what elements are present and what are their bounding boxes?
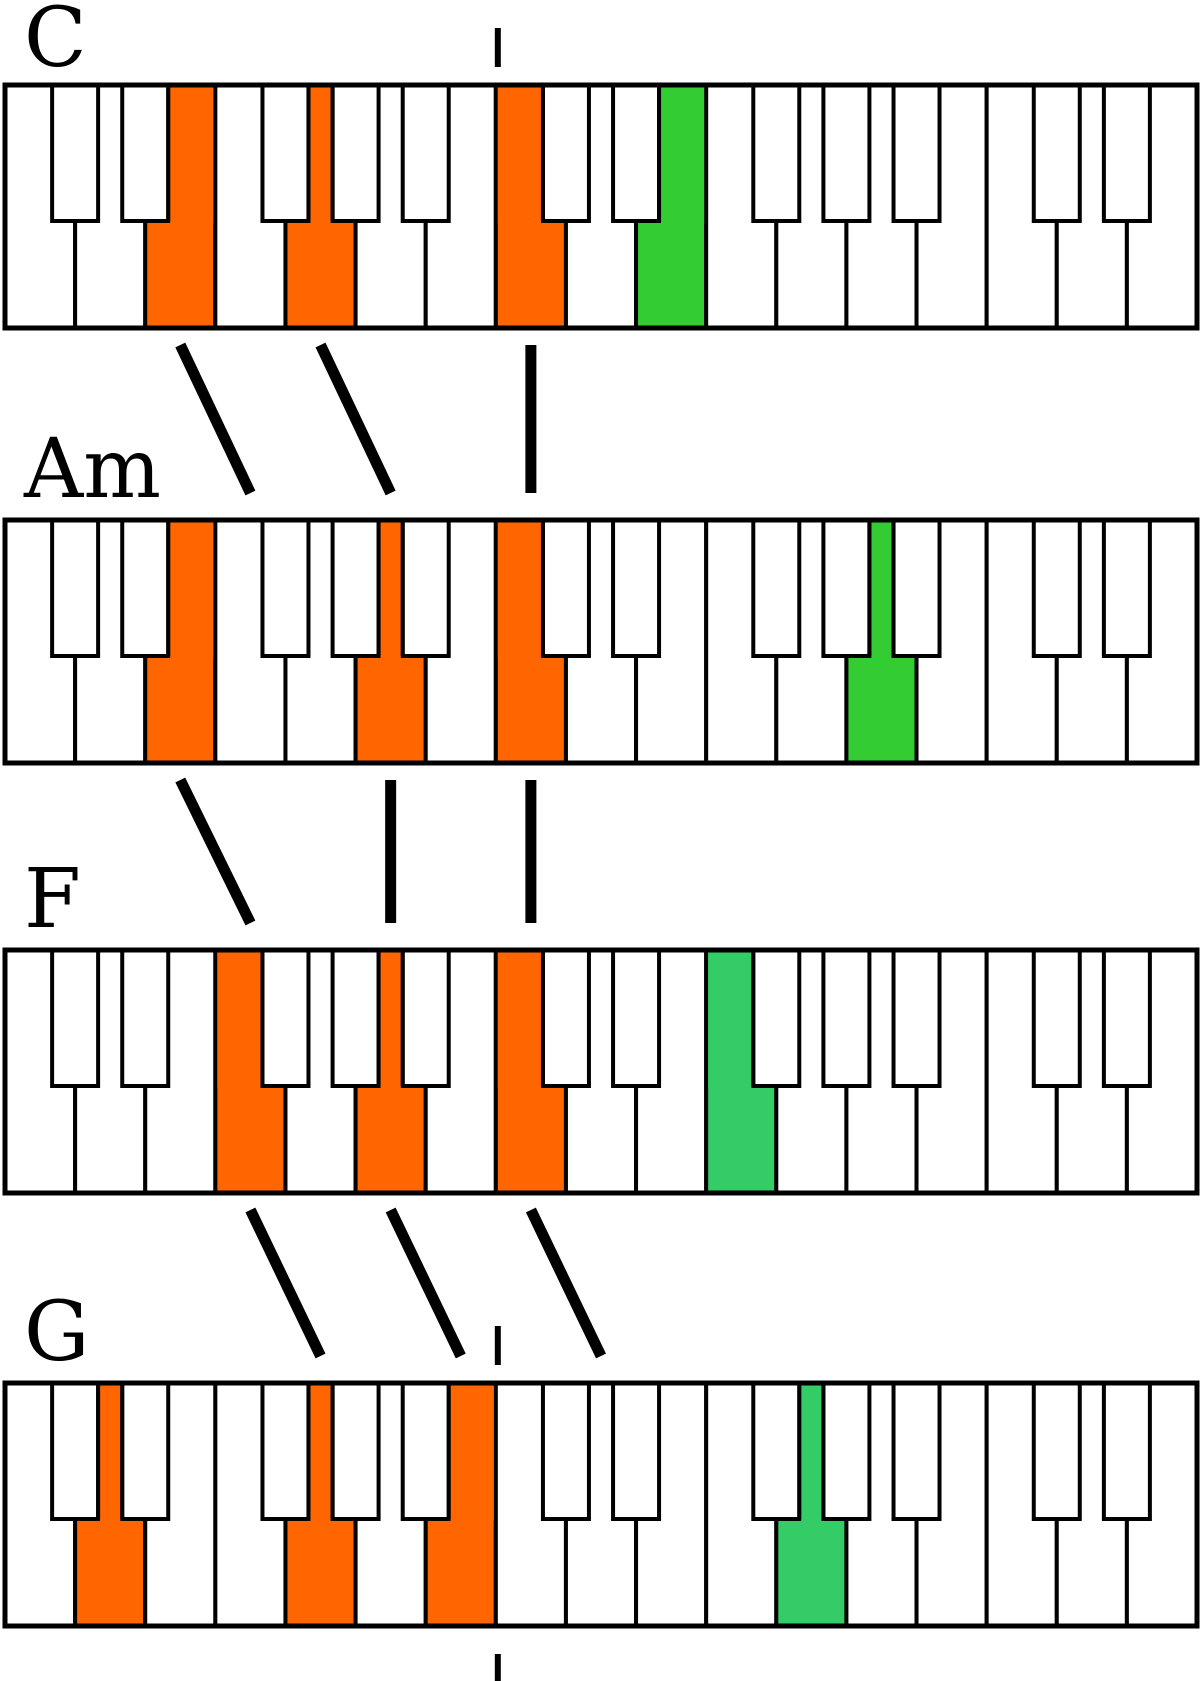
black-key-dsharp5[interactable]: [611, 518, 662, 658]
black-key-asharp5[interactable]: [891, 83, 942, 223]
black-key-dsharp4[interactable]: [120, 518, 171, 658]
black-key-gsharp5[interactable]: [821, 948, 872, 1088]
highlight-strip: [170, 522, 214, 658]
highlight-strip: [497, 87, 541, 223]
highlight-strip: [497, 952, 541, 1088]
highlight-strip: [100, 1385, 121, 1521]
chord-label: G: [24, 1285, 90, 1380]
black-key-csharp4[interactable]: [50, 83, 101, 223]
highlight-strip: [801, 1385, 822, 1521]
black-key-csharp5[interactable]: [540, 948, 591, 1088]
highlight-strip: [661, 87, 705, 223]
highlight-strip: [310, 87, 331, 223]
black-key-gsharp5[interactable]: [821, 1381, 872, 1521]
black-key-dsharp5[interactable]: [611, 1381, 662, 1521]
highlight-strip: [380, 952, 401, 1088]
chord-label: F: [24, 852, 81, 947]
black-key-dsharp4[interactable]: [120, 1381, 171, 1521]
black-key-dsharp4[interactable]: [120, 83, 171, 223]
highlight-strip: [497, 522, 541, 658]
black-key-dsharp5[interactable]: [611, 948, 662, 1088]
black-key-fsharp4[interactable]: [260, 948, 311, 1088]
black-key-fsharp4[interactable]: [260, 83, 311, 223]
black-key-asharp4[interactable]: [400, 1381, 451, 1521]
keyboard-frame: [2, 1380, 1200, 1629]
black-key-csharp5[interactable]: [540, 1381, 591, 1521]
black-key-csharp4[interactable]: [50, 1381, 101, 1521]
black-key-dsharp5[interactable]: [611, 83, 662, 223]
black-key-fsharp5[interactable]: [751, 83, 802, 223]
black-key-csharp5[interactable]: [540, 83, 591, 223]
black-key-fsharp5[interactable]: [751, 948, 802, 1088]
highlight-strip: [708, 952, 752, 1088]
black-key-csharp6[interactable]: [1031, 83, 1082, 223]
black-key-gsharp5[interactable]: [821, 518, 872, 658]
voice-leading-line: [525, 1207, 606, 1359]
black-key-csharp6[interactable]: [1031, 948, 1082, 1088]
voice-leading-line: [175, 777, 256, 926]
black-key-csharp5[interactable]: [540, 518, 591, 658]
highlight-strip: [217, 952, 261, 1088]
highlight-strip: [170, 87, 214, 223]
black-key-asharp4[interactable]: [400, 83, 451, 223]
highlight-strip: [450, 1385, 494, 1521]
black-key-dsharp6[interactable]: [1101, 1381, 1152, 1521]
voice-leading-line: [175, 342, 256, 496]
black-key-gsharp4[interactable]: [330, 948, 381, 1088]
keyboard-g: [2, 1326, 1200, 1681]
keyboard-f: [2, 947, 1200, 1196]
highlight-strip: [380, 522, 401, 658]
highlight-strip: [871, 522, 892, 658]
keyboard-frame: [2, 947, 1200, 1196]
black-key-csharp6[interactable]: [1031, 1381, 1082, 1521]
black-key-csharp6[interactable]: [1031, 518, 1082, 658]
keyboard-am: [2, 517, 1200, 766]
voice-leading-line: [385, 1207, 466, 1359]
black-key-fsharp5[interactable]: [751, 518, 802, 658]
black-key-asharp4[interactable]: [400, 948, 451, 1088]
black-key-dsharp4[interactable]: [120, 948, 171, 1088]
black-key-gsharp4[interactable]: [330, 83, 381, 223]
black-key-fsharp4[interactable]: [260, 1381, 311, 1521]
black-key-csharp4[interactable]: [50, 948, 101, 1088]
black-key-gsharp5[interactable]: [821, 83, 872, 223]
black-key-asharp5[interactable]: [891, 948, 942, 1088]
black-key-dsharp6[interactable]: [1101, 518, 1152, 658]
black-key-gsharp4[interactable]: [330, 518, 381, 658]
black-key-gsharp4[interactable]: [330, 1381, 381, 1521]
black-key-asharp5[interactable]: [891, 518, 942, 658]
keyboard-c: [2, 28, 1200, 331]
black-key-asharp5[interactable]: [891, 1381, 942, 1521]
black-key-dsharp6[interactable]: [1101, 83, 1152, 223]
black-key-asharp4[interactable]: [400, 518, 451, 658]
keyboard-frame: [2, 517, 1200, 766]
chord-label: Am: [23, 422, 161, 517]
black-key-dsharp6[interactable]: [1101, 948, 1152, 1088]
voice-leading-line: [245, 1207, 326, 1359]
voice-leading-line: [315, 342, 396, 496]
highlight-strip: [310, 1385, 331, 1521]
keyboard-frame: [2, 82, 1200, 331]
black-key-csharp4[interactable]: [50, 518, 101, 658]
chord-label: C: [24, 0, 87, 86]
black-key-fsharp4[interactable]: [260, 518, 311, 658]
black-key-fsharp5[interactable]: [751, 1381, 802, 1521]
